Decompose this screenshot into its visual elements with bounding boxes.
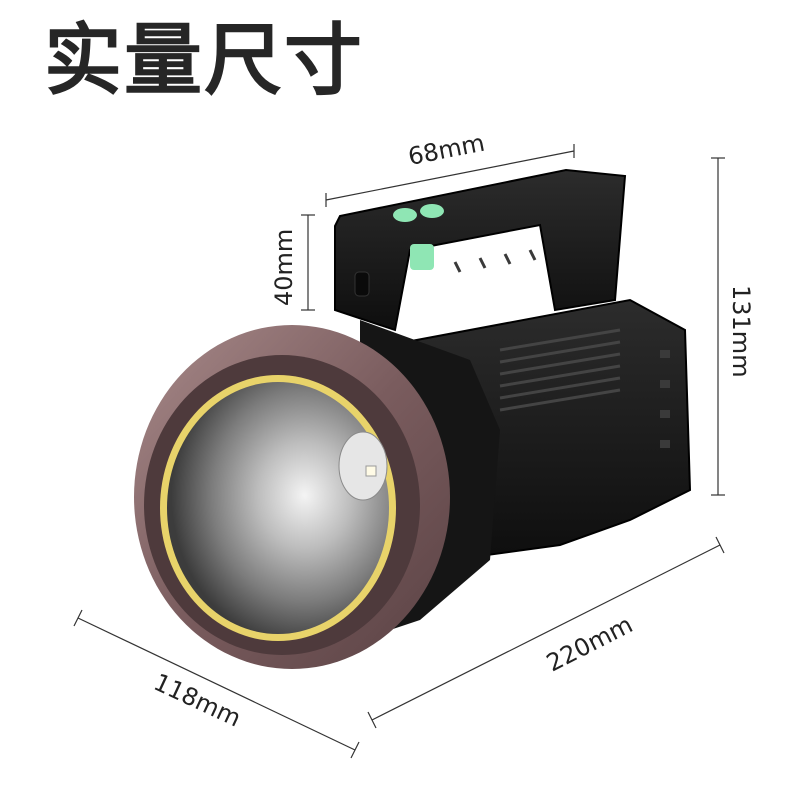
- dimension-lines: [73, 144, 725, 759]
- page-title: 实量尺寸: [44, 16, 365, 106]
- dimension-label-118mm: 118mm: [149, 668, 245, 733]
- dimension-label-220mm: 220mm: [542, 610, 637, 677]
- switch-buttons: [354, 204, 444, 297]
- dimension-label-40mm: 40mm: [270, 229, 298, 306]
- dimension-label-68mm: 68mm: [406, 129, 487, 171]
- flashlight-head: [134, 325, 450, 669]
- dimension-label-131mm: 131mm: [727, 285, 755, 378]
- led-chip: [338, 431, 388, 501]
